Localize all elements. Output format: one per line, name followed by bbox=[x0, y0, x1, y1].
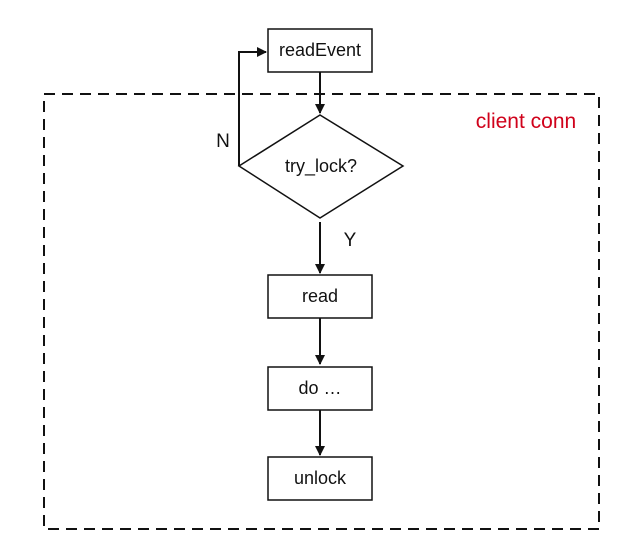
edge-no-label: N bbox=[216, 131, 230, 152]
do-label: do … bbox=[298, 378, 341, 398]
edge-yes-label: Y bbox=[344, 230, 357, 251]
try-lock-label: try_lock? bbox=[285, 156, 357, 177]
edge-no-loop-back bbox=[238, 47, 267, 166]
read-box bbox=[267, 274, 373, 319]
client-conn-boundary bbox=[43, 93, 600, 530]
read-event-label: readEvent bbox=[279, 40, 361, 60]
read-label: read bbox=[302, 286, 338, 306]
read-event-box bbox=[267, 28, 373, 73]
do-box bbox=[267, 366, 373, 411]
unlock-box bbox=[267, 456, 373, 501]
unlock-label: unlock bbox=[294, 468, 347, 488]
try-lock-diamond bbox=[237, 114, 405, 219]
client-conn-label: client conn bbox=[476, 110, 576, 133]
